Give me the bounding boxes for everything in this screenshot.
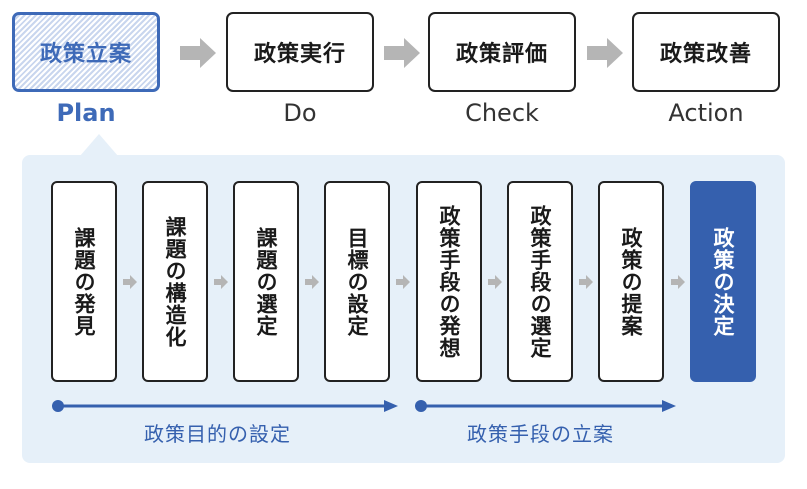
step-label: 政策手段の発想	[437, 204, 461, 359]
purpose-group-label: 政策目的の設定	[144, 422, 291, 446]
phase-do-label: Do	[283, 99, 317, 127]
step-label: 課題の発見	[72, 226, 96, 337]
step-label: 政策手段の選定	[528, 204, 552, 359]
step-arrow-icon	[396, 275, 410, 289]
step-arrow-icon	[305, 275, 319, 289]
purpose-timeline-arrow-icon	[52, 400, 398, 412]
means-timeline-arrow-icon	[415, 400, 676, 412]
phase-check-box: 政策評価	[428, 12, 576, 92]
step-goal-setting: 目標の設定	[324, 181, 390, 382]
phase-arrow-icon	[587, 38, 623, 68]
step-label: 目標の設定	[345, 226, 369, 337]
step-label: 政策の決定	[711, 226, 735, 337]
phase-do-title: 政策実行	[253, 42, 346, 67]
phase-do-box: 政策実行	[226, 12, 374, 92]
phase-check-title: 政策評価	[455, 42, 548, 67]
step-issue-selection: 課題の選定	[233, 181, 299, 382]
step-policy-decision: 政策の決定	[690, 181, 756, 382]
step-arrow-icon	[123, 275, 137, 289]
step-issue-discovery: 課題の発見	[51, 181, 117, 382]
step-means-ideation: 政策手段の発想	[416, 181, 482, 382]
step-issue-structuring: 課題の構造化	[142, 181, 208, 382]
step-means-selection: 政策手段の選定	[507, 181, 573, 382]
phase-action-box: 政策改善	[632, 12, 780, 92]
plan-detail-panel	[22, 155, 785, 463]
means-group-label: 政策手段の立案	[467, 422, 614, 446]
step-arrow-icon	[214, 275, 228, 289]
phase-action-label: Action	[668, 99, 744, 127]
step-label: 課題の構造化	[163, 215, 187, 348]
phase-plan-title: 政策立案	[39, 42, 132, 67]
step-arrow-icon	[488, 275, 502, 289]
step-arrow-icon	[579, 275, 593, 289]
step-label: 課題の選定	[254, 226, 278, 337]
phase-plan-label: Plan	[56, 99, 116, 127]
phase-plan-box: 政策立案	[12, 12, 160, 92]
step-policy-proposal: 政策の提案	[598, 181, 664, 382]
step-arrow-icon	[671, 275, 685, 289]
phase-action-title: 政策改善	[659, 42, 752, 67]
step-label: 政策の提案	[619, 226, 643, 337]
panel-pointer	[80, 134, 118, 156]
phase-arrow-icon	[180, 38, 216, 68]
phase-check-label: Check	[465, 99, 539, 127]
phase-arrow-icon	[384, 38, 420, 68]
